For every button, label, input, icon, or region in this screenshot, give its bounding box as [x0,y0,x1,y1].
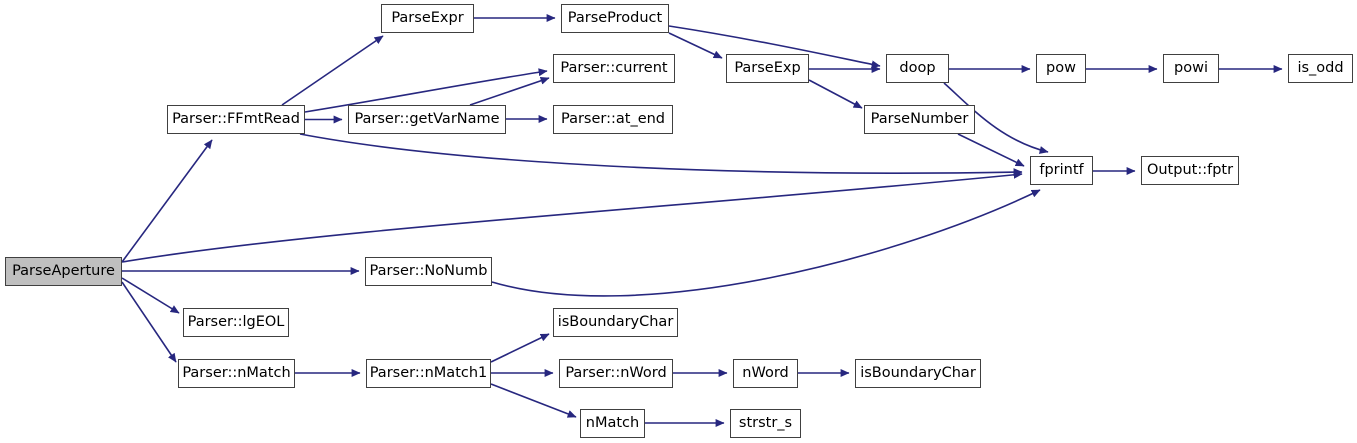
node-Parser-lgEOL[interactable]: Parser::lgEOL [183,308,289,337]
node-label: Parser::NoNumb [369,263,488,280]
node-fprintf[interactable]: fprintf [1030,156,1093,185]
node-ParseProduct[interactable]: ParseProduct [561,4,669,33]
node-label: Parser::getVarName [354,111,500,128]
edge-Parser-FFmtRead-to-fprintf [299,133,1023,177]
node-label: Parser::nMatch [182,365,291,382]
node-label: Parser::FFmtRead [172,111,300,128]
node-Parser-current[interactable]: Parser::current [553,54,675,83]
node-Parser-FFmtRead[interactable]: Parser::FFmtRead [167,105,305,134]
node-label: isBoundaryChar [557,314,674,331]
node-Parser-nWord[interactable]: Parser::nWord [559,359,673,388]
node-ParseAperture[interactable]: ParseAperture [5,257,122,286]
edge-ParseProduct-to-ParseExp [668,32,723,59]
node-powi[interactable]: powi [1163,54,1219,83]
edge-ParseAperture-to-fprintf [121,170,1023,263]
edge-Parser-getVarName-to-Parser-current [469,76,550,106]
edge-Parser-NoNumb-to-fprintf [491,189,1041,297]
node-label: isBoundaryChar [860,365,976,382]
node-label: fprintf [1039,162,1084,179]
node-nMatch[interactable]: nMatch [580,409,645,438]
edge-ParseAperture-to-Parser-FFmtRead [121,139,213,263]
edge-Parser-FFmtRead-to-Parser-current [304,68,548,113]
edge-ParseAperture-to-Parser-nMatch [121,281,177,363]
node-label: ParseNumber [870,111,969,128]
node-label: ParseAperture [12,263,115,280]
node-ParseExpr[interactable]: ParseExpr [381,4,474,33]
node-label: nMatch [585,415,640,432]
node-is-odd[interactable]: is_odd [1288,54,1353,83]
node-ParseNumber[interactable]: ParseNumber [864,105,975,134]
edge-ParseProduct-to-doop [668,25,881,69]
edge-doop-to-fprintf [943,82,1049,154]
node-label: doop [899,60,936,77]
node-Parser-NoNumb[interactable]: Parser::NoNumb [365,257,492,286]
node-label: pow [1046,60,1076,77]
edge-Parser-FFmtRead-to-ParseExpr [281,35,384,106]
node-Output-fptr[interactable]: Output::fptr [1141,156,1239,185]
node-label: ParseExpr [391,10,464,27]
node-Parser-nMatch[interactable]: Parser::nMatch [178,359,295,388]
node-label: strstr_s [738,415,793,432]
node-label: ParseProduct [567,10,663,27]
node-label: is_odd [1297,60,1344,77]
node-doop[interactable]: doop [886,54,949,83]
node-label: Parser::at_end [560,111,666,128]
node-nWord[interactable]: nWord [733,359,798,388]
node-ParseExp[interactable]: ParseExp [726,54,809,83]
edge-Parser-nMatch1-to-isBoundaryChar1 [490,333,550,363]
node-label: ParseExp [734,60,801,77]
node-isBoundaryChar2[interactable]: isBoundaryChar [855,359,981,388]
edge-ParseExp-to-ParseNumber [808,79,863,109]
edge-paths [121,14,1283,427]
node-Parser-nMatch1[interactable]: Parser::nMatch1 [366,359,491,388]
node-Parser-getVarName[interactable]: Parser::getVarName [348,105,506,134]
edge-ParseAperture-to-Parser-lgEOL [121,277,180,314]
edge-Parser-nMatch1-to-nMatch [490,383,577,418]
node-label: Parser::nWord [565,365,667,382]
node-label: nWord [742,365,789,382]
node-label: Parser::current [560,60,668,77]
node-isBoundaryChar1[interactable]: isBoundaryChar [553,308,678,337]
node-pow[interactable]: pow [1036,54,1086,83]
node-label: powi [1174,60,1208,77]
edge-ParseNumber-to-fprintf [957,133,1025,167]
node-label: Output::fptr [1146,162,1234,179]
node-strstr-s[interactable]: strstr_s [730,409,801,438]
node-label: Parser::nMatch1 [369,365,488,382]
node-label: Parser::lgEOL [187,314,285,331]
node-Parser-at-end[interactable]: Parser::at_end [553,105,673,134]
